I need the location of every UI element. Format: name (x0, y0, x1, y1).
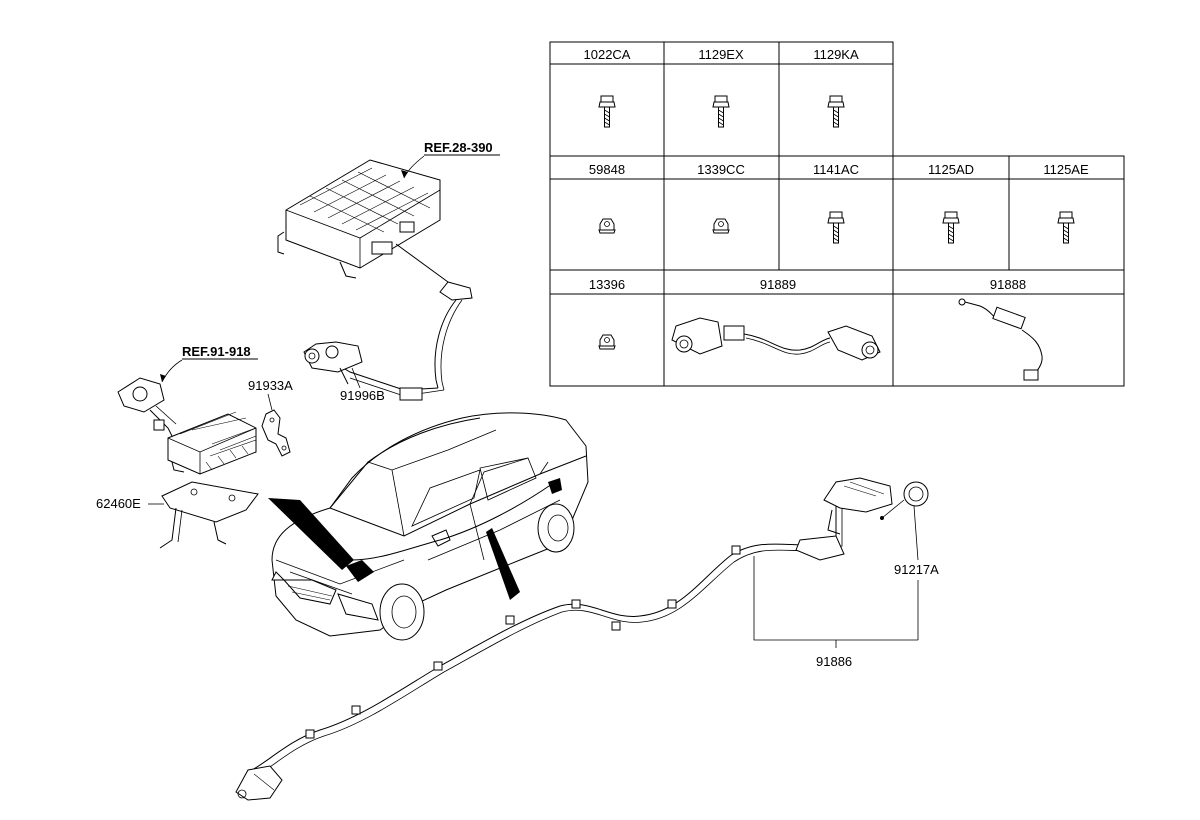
parts-table: 1022CA 1129EX 1129KA 59848 1339CC 1141AC… (549, 41, 1125, 387)
table-cell-1141AC: 1141AC (813, 162, 859, 177)
part-label-91886: 91886 (816, 654, 852, 669)
table-cell-91889: 91889 (760, 277, 796, 292)
nut-icon (712, 218, 730, 234)
cable-91889-drawing (671, 317, 881, 361)
vehicle-illustration (268, 412, 589, 641)
bolt-icon (827, 95, 845, 128)
table-cell-59848: 59848 (589, 162, 625, 177)
table-cell-1022CA: 1022CA (584, 47, 631, 62)
table-cell-1125AD: 1125AD (928, 162, 974, 177)
part-label-91996B: 91996B (340, 388, 385, 403)
table-cell-1129KA: 1129KA (813, 47, 859, 62)
nut-icon (598, 218, 616, 234)
bolt-icon (827, 211, 845, 244)
table-cell-1129EX: 1129EX (698, 47, 744, 62)
junction-box-91-918 (117, 377, 257, 475)
bracket-91933A (261, 409, 291, 457)
sensor-lead-91888-drawing (958, 298, 1043, 381)
bracket-plate-62460E (159, 481, 259, 549)
bolt-icon (1057, 211, 1075, 244)
bolt-icon (712, 95, 730, 128)
control-unit-28-390 (277, 159, 473, 401)
ref-label-28-390: REF.28-390 (424, 140, 493, 155)
part-label-91217A: 91217A (894, 562, 939, 577)
table-cell-1339CC: 1339CC (697, 162, 745, 177)
bolt-icon (598, 95, 616, 128)
part-label-91933A: 91933A (248, 378, 293, 393)
table-cell-91888: 91888 (990, 277, 1026, 292)
nut-icon (598, 334, 616, 350)
ref-label-91-918: REF.91-918 (182, 344, 251, 359)
table-cell-13396: 13396 (589, 277, 625, 292)
table-cell-1125AE: 1125AE (1043, 162, 1089, 177)
cable-harness-91886 (235, 477, 929, 801)
bolt-icon (942, 211, 960, 244)
part-label-62460E: 62460E (96, 496, 141, 511)
